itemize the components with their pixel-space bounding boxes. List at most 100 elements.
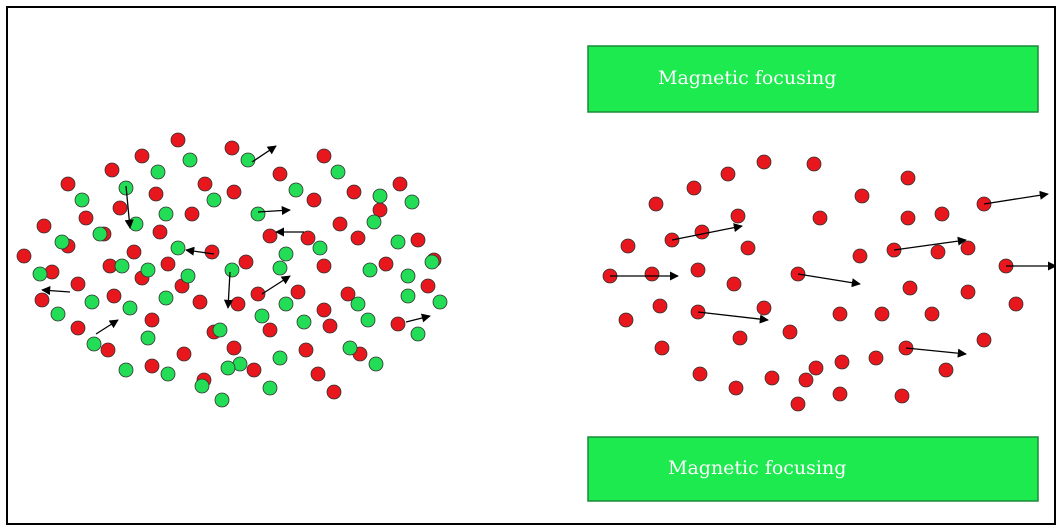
green-particle xyxy=(362,262,378,278)
focused-velocity-arrows xyxy=(610,190,1054,358)
red-particle xyxy=(322,318,338,334)
red-particle xyxy=(960,240,976,256)
red-particle xyxy=(692,366,708,382)
red-particle xyxy=(197,176,213,192)
red-particle xyxy=(152,224,168,240)
red-particle xyxy=(326,384,342,400)
bottom-bar-rect xyxy=(587,436,1039,502)
green-particle xyxy=(84,294,100,310)
green-particle xyxy=(220,360,236,376)
green-particle xyxy=(114,258,130,274)
red-particle xyxy=(160,256,176,272)
green-particle xyxy=(140,262,156,278)
red-particle xyxy=(184,206,200,222)
red-particle xyxy=(316,258,332,274)
red-particle xyxy=(350,230,366,246)
green-particle xyxy=(182,152,198,168)
velocity-arrow xyxy=(697,311,769,324)
green-particle xyxy=(122,300,138,316)
red-particle xyxy=(728,380,744,396)
red-particle xyxy=(902,280,918,296)
red-particle xyxy=(764,370,780,386)
green-particle xyxy=(140,330,156,346)
green-particle xyxy=(368,356,384,372)
red-particle xyxy=(378,256,394,272)
green-particle xyxy=(150,164,166,180)
red-particle xyxy=(832,386,848,402)
unfocused-particle-cloud xyxy=(16,132,448,408)
green-particle xyxy=(158,206,174,222)
top-bar-rect xyxy=(587,45,1039,113)
green-particle xyxy=(206,192,222,208)
red-particle xyxy=(310,366,326,382)
red-particle xyxy=(306,192,322,208)
red-particle xyxy=(272,166,288,182)
red-particle xyxy=(420,278,436,294)
red-particle xyxy=(192,294,208,310)
red-particle xyxy=(34,292,50,308)
red-particle xyxy=(930,244,946,260)
green-particle xyxy=(342,340,358,356)
green-particle xyxy=(158,290,174,306)
red-particle xyxy=(112,200,128,216)
red-particle xyxy=(104,162,120,178)
focused-particle-cloud xyxy=(602,154,1024,412)
green-particle xyxy=(372,188,388,204)
red-particle xyxy=(300,230,316,246)
red-particle xyxy=(694,224,710,240)
diagram-canvas: Magnetic focusing Magnetic focusing xyxy=(16,45,1054,502)
red-particle xyxy=(226,340,242,356)
unfocused-velocity-arrows xyxy=(41,145,431,335)
green-particle xyxy=(360,312,376,328)
red-particle xyxy=(620,238,636,254)
green-particle xyxy=(74,192,90,208)
red-particle xyxy=(618,312,634,328)
red-particle xyxy=(782,324,798,340)
red-particle xyxy=(852,248,868,264)
red-particle xyxy=(648,196,664,212)
red-particle xyxy=(134,148,150,164)
red-particle xyxy=(812,210,828,226)
bottom-bar-label: Magnetic focusing xyxy=(668,457,846,479)
green-particle xyxy=(278,246,294,262)
red-particle xyxy=(900,170,916,186)
green-particle xyxy=(312,240,328,256)
velocity-arrow xyxy=(223,271,233,309)
velocity-arrow xyxy=(95,319,119,335)
red-particle xyxy=(686,180,702,196)
velocity-arrow xyxy=(41,286,71,296)
red-particle xyxy=(832,306,848,322)
green-particle xyxy=(278,296,294,312)
red-particle xyxy=(900,210,916,226)
green-particle xyxy=(296,314,312,330)
red-particle xyxy=(60,176,76,192)
red-particle xyxy=(726,276,742,292)
red-particle xyxy=(720,166,736,182)
green-particle xyxy=(212,322,228,338)
green-particle xyxy=(366,214,382,230)
red-particle xyxy=(100,342,116,358)
red-particle xyxy=(340,286,356,302)
red-particle xyxy=(960,284,976,300)
red-particle xyxy=(654,340,670,356)
red-particle xyxy=(756,154,772,170)
green-particle xyxy=(432,294,448,310)
velocity-arrow xyxy=(797,273,861,288)
red-particle xyxy=(346,184,362,200)
velocity-arrow xyxy=(185,246,215,256)
green-particle xyxy=(404,194,420,210)
red-particle xyxy=(224,140,240,156)
red-particle xyxy=(250,286,266,302)
velocity-arrow xyxy=(893,236,967,251)
red-particle xyxy=(170,132,186,148)
red-particle xyxy=(390,316,406,332)
red-particle xyxy=(874,306,890,322)
red-particle xyxy=(226,184,242,200)
red-particle xyxy=(894,388,910,404)
green-particle xyxy=(254,308,270,324)
red-particle xyxy=(392,176,408,192)
velocity-arrow xyxy=(251,145,277,163)
red-particle xyxy=(78,210,94,226)
velocity-arrow xyxy=(405,313,431,323)
green-particle xyxy=(54,234,70,250)
